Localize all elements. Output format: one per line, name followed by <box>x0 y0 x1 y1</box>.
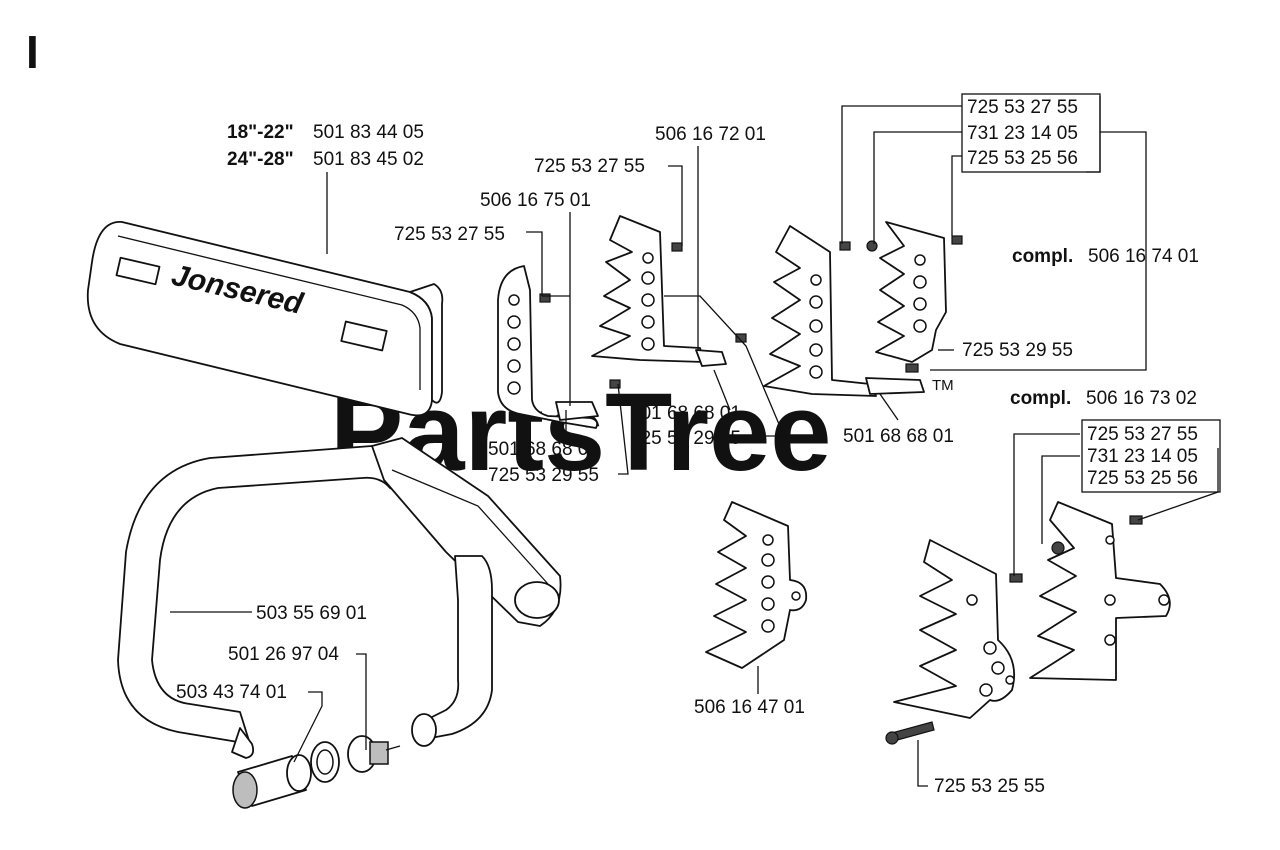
section-letter: I <box>26 26 39 78</box>
part-label-731231405-a: 731 23 14 05 <box>967 123 1078 144</box>
compl-b-part: 506 16 73 02 <box>1086 388 1197 409</box>
part-label-725532556-a: 725 53 25 56 <box>967 148 1078 169</box>
part-label-725532556-b: 725 53 25 56 <box>1087 468 1198 489</box>
part-label-731231405-b: 731 23 14 05 <box>1087 446 1198 467</box>
part-label-506167501: 506 16 75 01 <box>480 190 591 211</box>
part-label-725532755-a: 725 53 27 55 <box>534 156 645 177</box>
group-box-lower <box>1081 419 1221 493</box>
part-label-501686801-c: 501 68 68 01 <box>843 426 954 447</box>
group-box-upper <box>961 93 1101 173</box>
front-handle-drawing <box>117 437 562 759</box>
part-label-725532755-b: 725 53 27 55 <box>394 224 505 245</box>
part-label-503556901: 503 55 69 01 <box>256 603 367 624</box>
part-label-503437401: 503 43 74 01 <box>176 682 287 703</box>
handle-mount-parts-drawing <box>232 735 401 809</box>
bar-cover-size-1: 18"-22" <box>227 122 294 143</box>
part-label-506167201: 506 16 72 01 <box>655 124 766 145</box>
part-label-725532955-a: 725 53 29 55 <box>488 465 599 486</box>
compl-a-part: 506 16 74 01 <box>1088 246 1199 267</box>
spike-plate-middle-drawing <box>591 215 747 367</box>
part-label-725532755-c: 725 53 27 55 <box>967 97 1078 118</box>
part-label-506164701: 506 16 47 01 <box>694 697 805 718</box>
bar-cover-part-1: 501 83 44 05 <box>313 122 424 143</box>
bar-cover-size-2: 24"-28" <box>227 149 294 170</box>
spike-plate-pair-lower-drawing <box>885 501 1171 745</box>
part-label-725532755-d: 725 53 27 55 <box>1087 424 1198 445</box>
part-label-501686801-a: 501 68 68 01 <box>488 439 599 460</box>
part-labels: 18"-22" 501 83 44 05 24"-28" 501 83 45 0… <box>176 97 1199 797</box>
part-label-725532555: 725 53 25 55 <box>934 776 1045 797</box>
spike-plate-single-drawing <box>705 501 808 669</box>
compl-b-prefix: compl. <box>1010 388 1071 409</box>
part-label-501686801-b: 501 68 68 01 <box>630 403 741 424</box>
part-label-725532955-c: 725 53 29 55 <box>962 340 1073 361</box>
part-label-501269704: 501 26 97 04 <box>228 644 339 665</box>
spike-plate-pair-drawing <box>763 221 963 397</box>
bar-cover-part-2: 501 83 45 02 <box>313 149 424 170</box>
compl-a-prefix: compl. <box>1012 246 1073 267</box>
part-label-725532955-b: 725 53 29 55 <box>630 428 741 449</box>
spike-plate-left-drawing <box>497 265 621 429</box>
bar-cover-drawing: Jonsered <box>86 221 444 417</box>
watermark-trademark: TM <box>932 377 954 394</box>
